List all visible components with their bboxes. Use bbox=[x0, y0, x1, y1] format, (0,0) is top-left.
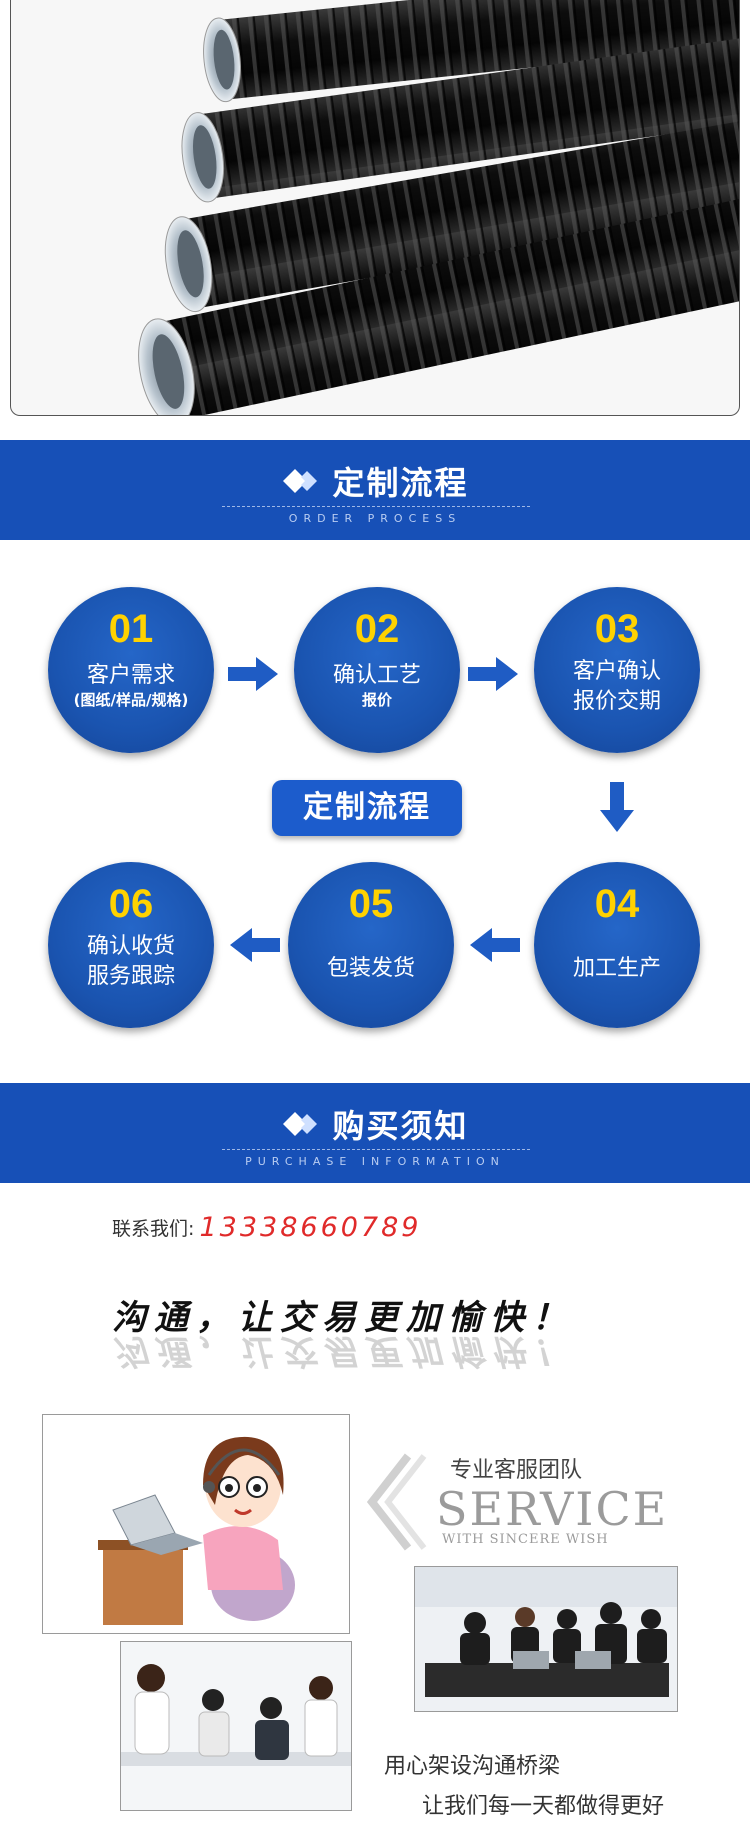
conduit-illustration bbox=[138, 0, 739, 415]
step-number: 04 bbox=[594, 882, 640, 926]
step-label: 包装发货 bbox=[326, 956, 415, 981]
banner-divider bbox=[222, 1149, 530, 1150]
banner-subtitle: ORDER PROCESS bbox=[288, 512, 462, 525]
step-number: 03 bbox=[594, 607, 640, 651]
bottom-line-2: 让我们每一天都做得更好 bbox=[422, 1794, 665, 1819]
banner-divider bbox=[222, 506, 530, 507]
step-circle-03: 03 客户确认 报价交期 bbox=[534, 587, 700, 753]
arrow-down-icon bbox=[600, 782, 634, 832]
step-label-2: 报价交期 bbox=[572, 689, 661, 714]
arrow-right-icon bbox=[468, 657, 518, 691]
contact-phone[interactable]: 13338660789 bbox=[199, 1212, 422, 1243]
service-heading: 专业客服团队 bbox=[450, 1458, 583, 1483]
step-circle-01: 01 客户需求 (图纸/样品/规格) bbox=[48, 587, 214, 753]
contact-line: 联系我们: 13338660789 bbox=[112, 1212, 421, 1243]
step-circle-06: 06 确认收货 服务跟踪 bbox=[48, 862, 214, 1028]
slogan: 沟通，让交易更加愉快！ bbox=[112, 1298, 574, 1338]
meeting-photo bbox=[415, 1567, 677, 1711]
process-center-badge: 定制流程 bbox=[272, 780, 462, 836]
step-number: 05 bbox=[348, 882, 394, 926]
step-label: 客户确认 bbox=[572, 659, 661, 684]
step-number: 06 bbox=[108, 882, 154, 926]
slogan-reflection: 沟通，让交易更加愉快！ bbox=[112, 1331, 574, 1371]
office-photo bbox=[120, 1641, 352, 1811]
step-circle-04: 04 加工生产 bbox=[534, 862, 700, 1028]
arrow-left-icon bbox=[230, 928, 280, 962]
step-circle-05: 05 包装发货 bbox=[288, 862, 454, 1028]
team-meeting-photo bbox=[414, 1566, 678, 1712]
banner-title: 购买须知 bbox=[332, 1107, 469, 1145]
step-number: 02 bbox=[354, 607, 400, 651]
order-process-banner: 定制流程 ORDER PROCESS bbox=[0, 440, 750, 540]
office-staff-photo bbox=[121, 1642, 351, 1810]
banner-subtitle: PURCHASE INFORMATION bbox=[245, 1155, 505, 1168]
product-photo bbox=[10, 0, 740, 416]
purchase-info-banner: 购买须知 PURCHASE INFORMATION bbox=[0, 1083, 750, 1183]
contact-label: 联系我们: bbox=[112, 1218, 195, 1240]
step-label: 确认收货 bbox=[86, 934, 175, 959]
service-wordmark: SERVICE bbox=[436, 1482, 669, 1536]
step-number: 01 bbox=[108, 607, 154, 651]
service-tagline: WITH SINCERE WISH bbox=[442, 1532, 609, 1547]
banner-title: 定制流程 bbox=[332, 464, 469, 502]
step-sublabel: 报价 bbox=[361, 691, 392, 709]
diamond-icon bbox=[283, 469, 318, 493]
service-agent-illustration bbox=[98, 1436, 295, 1625]
step-label-2: 服务跟踪 bbox=[86, 964, 175, 989]
step-label: 客户需求 bbox=[86, 663, 175, 688]
step-circle-02: 02 确认工艺 报价 bbox=[294, 587, 460, 753]
diamond-icon bbox=[283, 1112, 318, 1136]
step-label: 确认工艺 bbox=[332, 663, 421, 688]
bottom-line-1: 用心架设沟通桥梁 bbox=[384, 1754, 561, 1779]
step-label: 加工生产 bbox=[572, 956, 661, 981]
chevron-left-icon bbox=[366, 1453, 427, 1551]
arrow-left-icon bbox=[470, 928, 520, 962]
step-sublabel: (图纸/样品/规格) bbox=[73, 691, 189, 709]
customer-service-illustration bbox=[42, 1414, 350, 1634]
arrow-right-icon bbox=[228, 657, 278, 691]
